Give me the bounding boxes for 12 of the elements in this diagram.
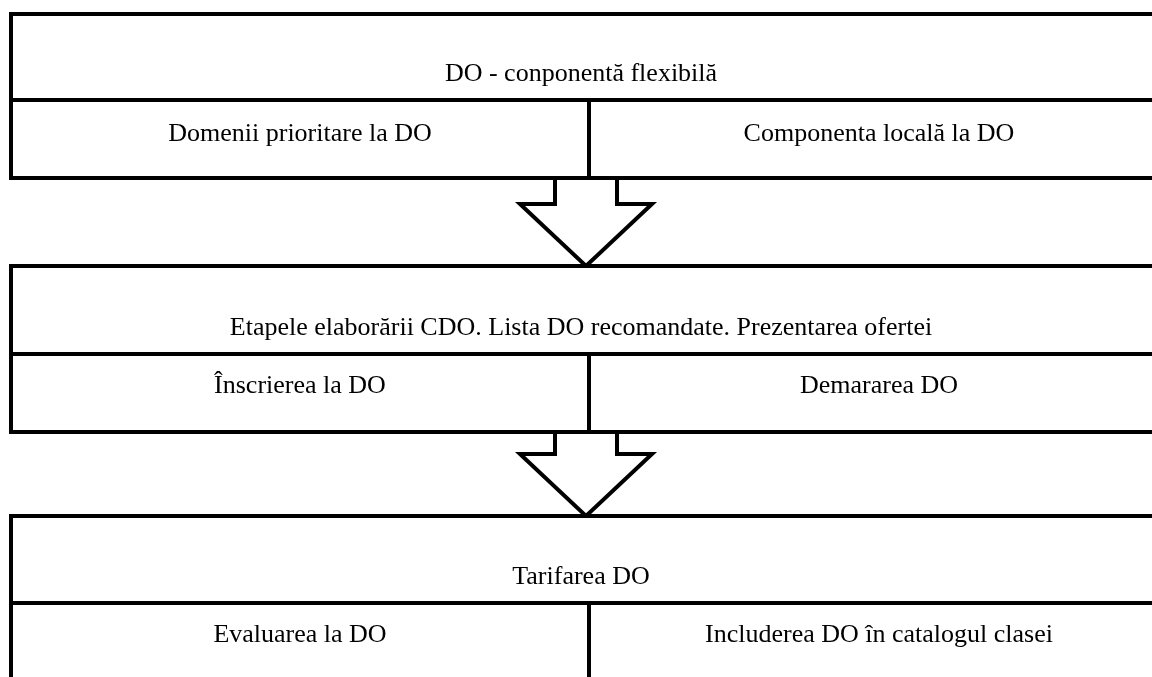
sub-step-label: Domenii prioritare la DO — [168, 118, 432, 149]
stage-box — [9, 514, 1152, 677]
stage-box — [9, 264, 1152, 434]
sub-step-label: Includerea DO în catalogul clasei — [705, 619, 1053, 650]
sub-step-label: Înscrierea la DO — [214, 370, 386, 401]
stage-box — [9, 12, 1152, 180]
sub-step-label: Componenta locală la DO — [743, 118, 1015, 149]
stage-heading: Etapele elaborării CDO. Lista DO recomandate. Prezentarea ofertei — [229, 312, 933, 342]
sub-step-label: Evaluarea la DO — [213, 619, 387, 650]
stage-heading: Tarifarea DO — [512, 561, 650, 591]
stage-heading: DO - conponentă flexibilă — [444, 58, 718, 88]
sub-step-label: Demararea DO — [799, 370, 959, 401]
